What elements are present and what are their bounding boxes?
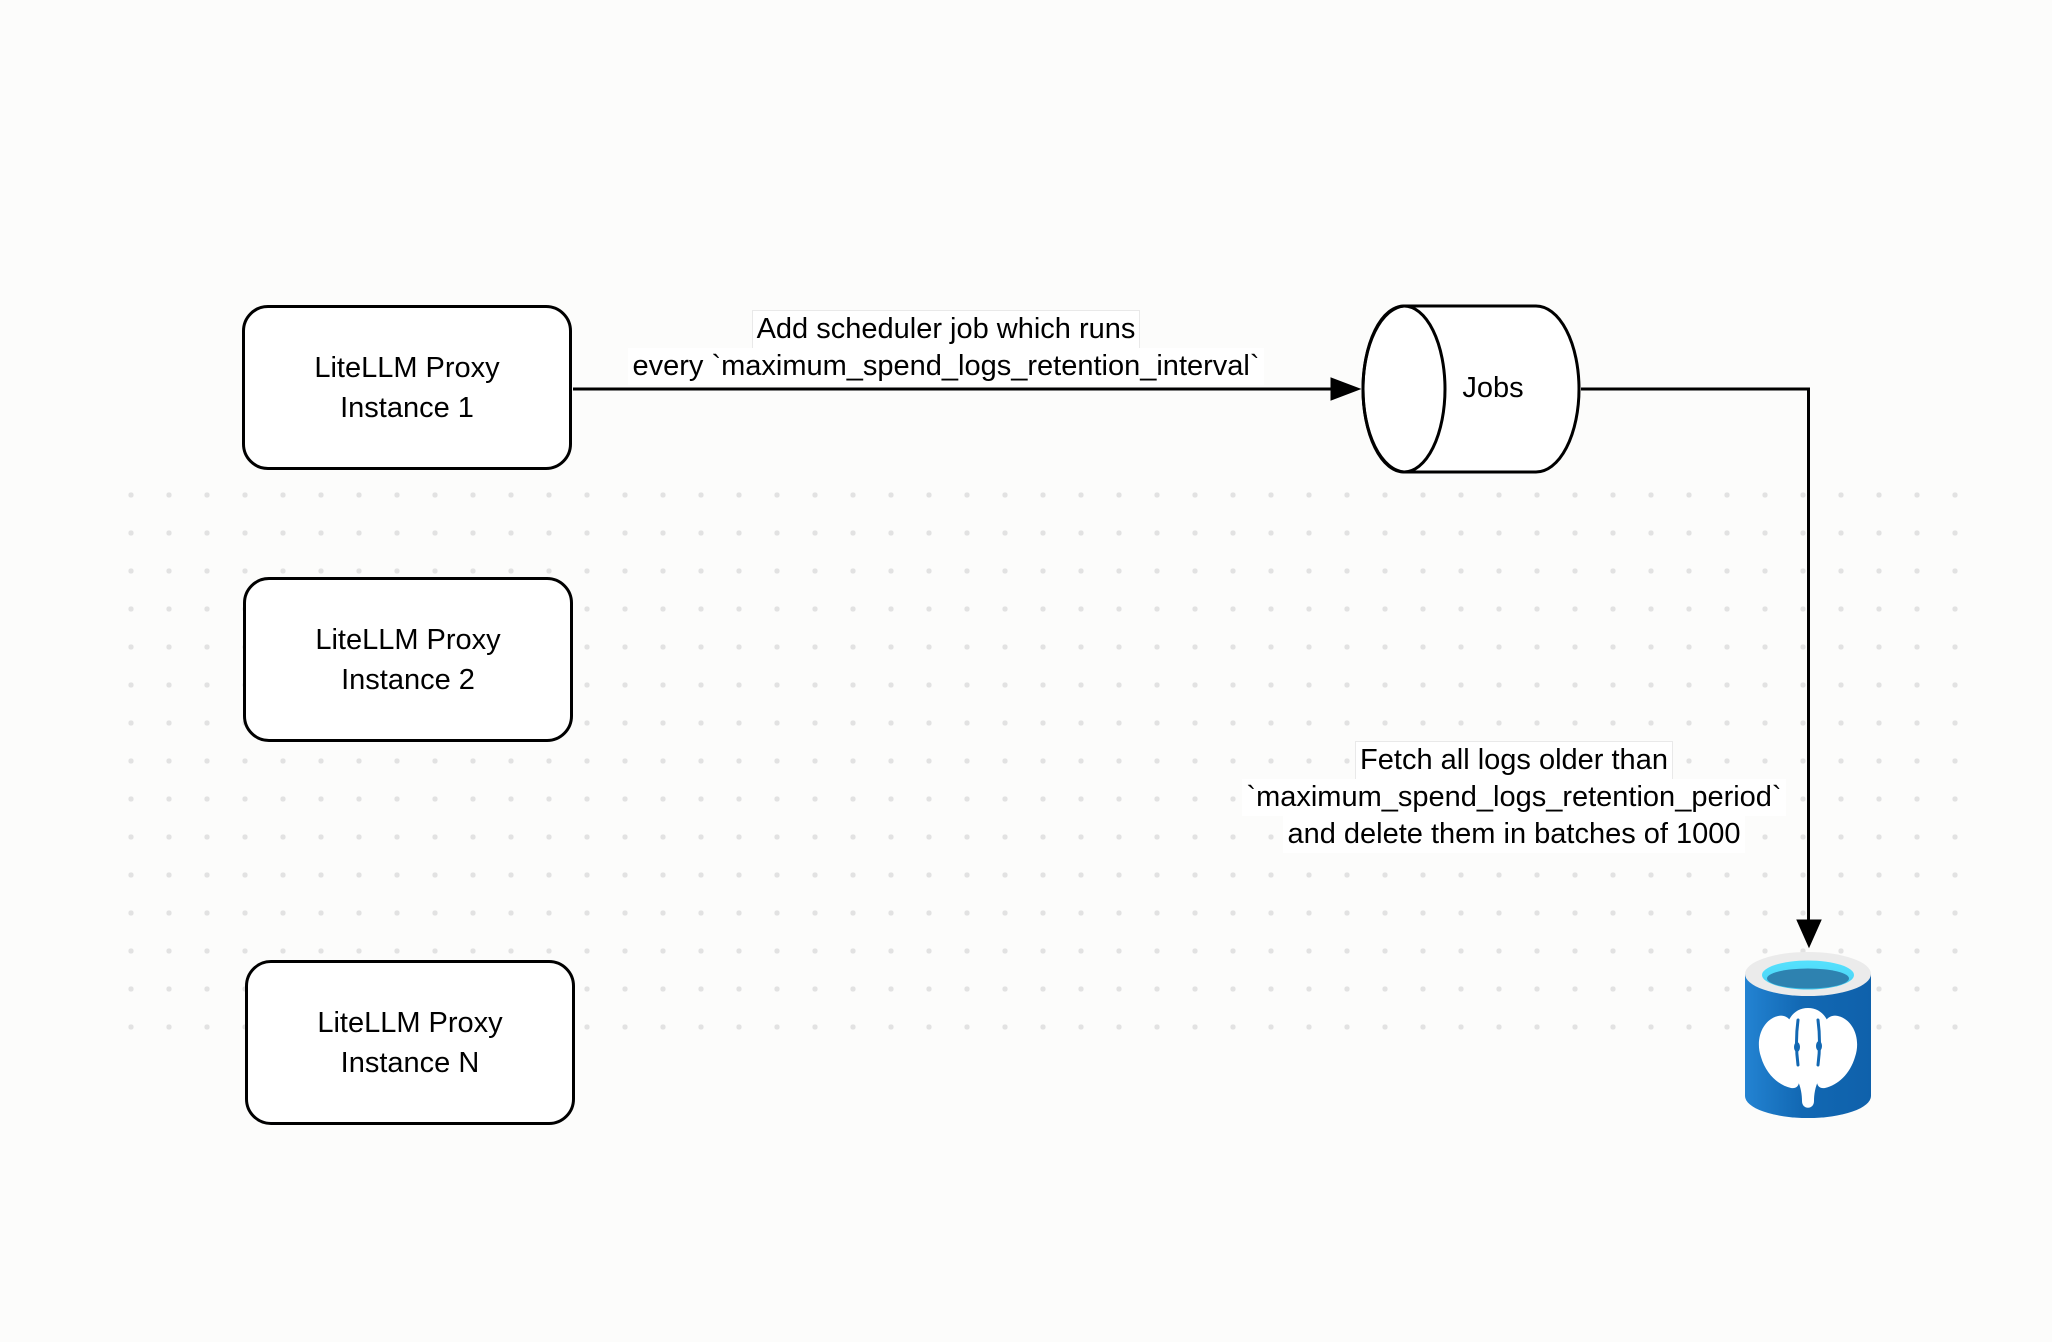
node-litellm-proxy-instance-n[interactable]: LiteLLM Proxy Instance N [245,960,575,1125]
node-label: Instance 1 [340,391,474,424]
node-label: Instance 2 [341,663,475,696]
node-litellm-proxy-instance-1[interactable]: LiteLLM Proxy Instance 1 [242,305,572,470]
node-jobs-queue[interactable] [1360,303,1582,475]
node-label: LiteLLM Proxy [314,351,500,384]
node-label: LiteLLM Proxy [315,623,501,656]
node-label: LiteLLM Proxy [317,1006,503,1039]
jobs-queue-label: Jobs [1462,371,1524,404]
edge-label-scheduler: Add scheduler job which runs every `maxi… [586,311,1306,385]
edge-label-line: every `maximum_spend_logs_retention_inte… [628,348,1264,385]
node-label: Instance N [340,1046,480,1079]
postgresql-database-icon[interactable] [1742,950,1874,1122]
edge-label-line: Add scheduler job which runs [752,311,1140,348]
edge-label-line: and delete them in batches of 1000 [1283,816,1745,853]
node-litellm-proxy-instance-2[interactable]: LiteLLM Proxy Instance 2 [243,577,573,742]
postgres-elephant-glyph [1758,1008,1858,1108]
edge-label-cleanup: Fetch all logs older than `maximum_spend… [1184,742,1844,853]
edge-scheduler-arrow [573,377,1362,401]
edge-label-line: Fetch all logs older than [1356,742,1672,779]
edge-label-line: `maximum_spend_logs_retention_period` [1242,779,1786,816]
edge-cleanup-arrow [1581,387,1822,949]
